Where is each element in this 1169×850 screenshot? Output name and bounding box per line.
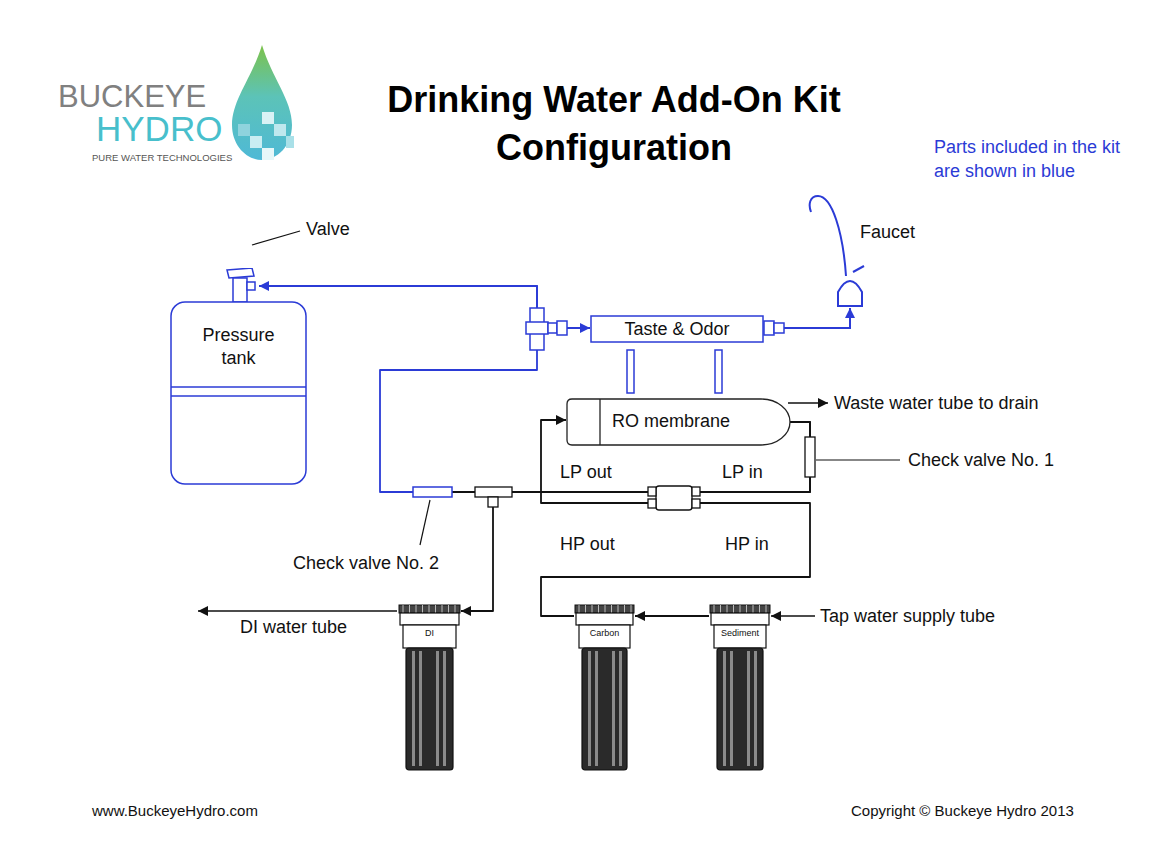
part-label: DI water tube	[240, 616, 347, 638]
port-label: LP out	[560, 461, 612, 483]
part-label: Waste water tube to drain	[834, 392, 1038, 414]
node-label: Sediment	[709, 604, 771, 639]
pipe-line	[541, 420, 810, 616]
port-label: HP in	[725, 533, 769, 555]
node-label: Pressure tank	[189, 268, 289, 370]
footer-text: www.BuckeyeHydro.com	[92, 800, 258, 822]
filter-housing: Carbon	[574, 604, 635, 772]
footer-text: Copyright © Buckeye Hydro 2013	[851, 800, 1074, 822]
leader-line	[252, 231, 300, 245]
node-label: RO membrane	[566, 398, 791, 433]
faucet-tube	[784, 308, 850, 328]
filter-box: Taste & Odor	[590, 315, 764, 343]
port-label: HP out	[560, 533, 615, 555]
filter-housing: Sediment	[709, 604, 771, 772]
part-label: Faucet	[860, 221, 915, 243]
pressure-tank: Pressure tank	[170, 268, 307, 485]
pipe-line	[461, 422, 810, 611]
part-label: Check valve No. 2	[293, 552, 439, 574]
waste-tube	[788, 402, 828, 404]
shutoff-valve	[648, 486, 700, 510]
logo-text: BUCKEYE	[58, 80, 206, 114]
tap-water-tube	[771, 615, 815, 617]
fitting	[764, 321, 784, 335]
port-label: LP in	[722, 461, 763, 483]
leader-line	[420, 500, 430, 545]
pipe-connector	[635, 616, 709, 617]
node-label: DI	[398, 604, 461, 639]
note-text: Parts included in the kit are shown in b…	[934, 135, 1126, 183]
part-label: Check valve No. 1	[908, 449, 1054, 471]
pipe-connector	[259, 286, 810, 492]
part-label: Tap water supply tube	[820, 605, 995, 627]
logo-drop	[232, 45, 294, 160]
filter-bracket	[627, 350, 722, 393]
logo-text: HYDRO	[96, 110, 222, 148]
di-water-tube	[198, 610, 397, 612]
node-label: Taste & Odor	[590, 315, 764, 341]
pipe-connector	[461, 422, 810, 611]
check-valve	[805, 437, 815, 477]
node-label: Carbon	[574, 604, 635, 639]
pipe-connector	[541, 420, 810, 616]
part-label: Valve	[306, 218, 350, 240]
logo-tagline: PURE WATER TECHNOLOGIES	[92, 152, 232, 164]
pipe-line	[635, 615, 709, 617]
tee-fitting	[475, 487, 512, 507]
diagram-title: Drinking Water Add-On Kit Configuration	[334, 76, 894, 172]
faucet-symbol	[810, 196, 864, 306]
membrane-housing: RO membrane	[566, 398, 791, 446]
tee-fitting	[526, 308, 567, 350]
check-valve	[413, 487, 452, 497]
tank-shape	[170, 268, 307, 485]
leader-line	[816, 459, 900, 460]
filter-housing: DI	[398, 604, 461, 772]
